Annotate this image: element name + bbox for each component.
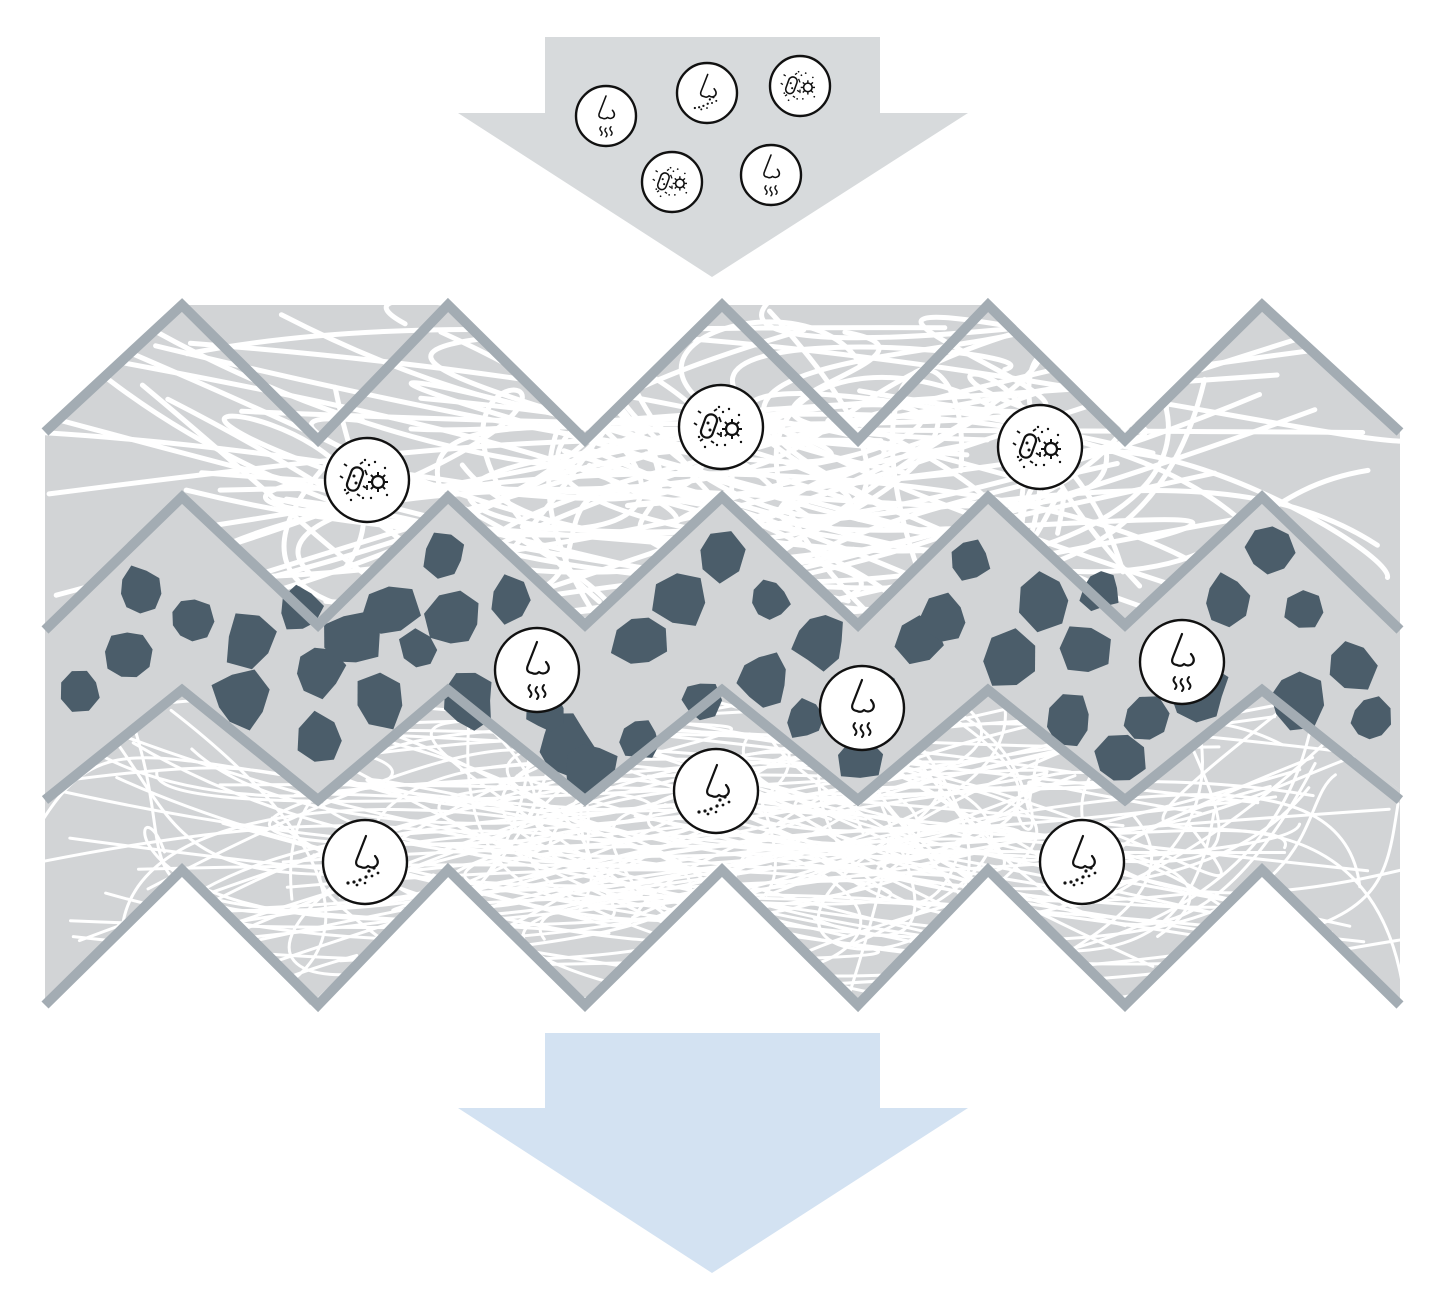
carbon-granule <box>983 628 1036 686</box>
carbon-granule <box>297 647 347 700</box>
fiber <box>68 829 683 994</box>
outflow-arrow <box>458 1033 968 1273</box>
dust-icon <box>675 61 739 125</box>
carbon-granule <box>1206 572 1251 628</box>
odor-icon <box>739 143 803 207</box>
carbon-granule <box>399 628 438 668</box>
carbon-granule <box>1123 696 1170 740</box>
fiber <box>482 341 1370 575</box>
carbon-granule <box>324 612 380 663</box>
fiber <box>621 733 1400 838</box>
fine-layer-bottom-border <box>41 862 1404 1013</box>
carbon-granule <box>1244 526 1296 575</box>
carbon-granule <box>700 531 746 584</box>
fiber <box>190 747 677 825</box>
carbon-granule <box>297 710 342 762</box>
carbon-granule <box>736 652 786 708</box>
fiber <box>561 448 1371 575</box>
carbon-granule <box>361 586 421 634</box>
odor-icon <box>1138 618 1226 706</box>
carbon-granule <box>121 565 162 614</box>
trapped-particles <box>321 383 1226 906</box>
carbon-granule <box>1350 696 1391 740</box>
carbon-granule <box>1047 694 1089 747</box>
fiber <box>816 694 1211 951</box>
carbon-granule <box>787 698 825 738</box>
coarse-layer-border <box>41 297 1404 448</box>
fiber <box>45 335 661 502</box>
carbon-granule <box>610 617 668 664</box>
carbon-granule <box>1329 641 1378 690</box>
carbon-granule <box>951 539 991 581</box>
carbon-granule <box>920 592 966 642</box>
dust-icon <box>1038 818 1126 906</box>
carbon-granule <box>1284 590 1324 628</box>
carbon-granule <box>211 669 270 731</box>
fiber <box>463 688 1007 891</box>
carbon-layer-top-border <box>41 490 1404 634</box>
germs-icon <box>677 383 765 471</box>
carbon-granule <box>105 632 153 678</box>
carbon-granule <box>1059 626 1111 672</box>
fiber <box>120 808 693 973</box>
carbon-layer-bottom-border <box>41 683 1404 807</box>
germs-icon <box>996 403 1084 491</box>
odor-icon <box>818 664 906 752</box>
carbon-granule <box>424 590 479 644</box>
carbon-granule <box>60 670 100 712</box>
carbon-granule <box>1019 571 1069 633</box>
dust-icon <box>321 818 409 906</box>
fiber <box>718 837 1192 951</box>
fiber <box>263 479 864 637</box>
carbon-granule <box>226 613 277 670</box>
carbon-granule <box>791 615 843 672</box>
fiber <box>105 363 1171 585</box>
fiber <box>120 439 887 581</box>
carbon-granule <box>752 579 791 620</box>
fiber <box>164 412 789 587</box>
fiber <box>698 688 1040 810</box>
fiber <box>466 693 1077 908</box>
carbon-granule <box>423 532 465 579</box>
carbon-granule <box>652 573 706 626</box>
germs-icon <box>768 54 832 118</box>
dust-icon <box>672 747 760 835</box>
germs-icon <box>640 150 704 214</box>
odor-icon <box>493 626 581 714</box>
carbon-granule <box>1270 671 1325 731</box>
carbon-granule <box>491 574 531 625</box>
carbon-granule <box>1094 734 1146 781</box>
fiber <box>1161 688 1400 1001</box>
fiber <box>857 314 1060 415</box>
fiber <box>1019 449 1390 595</box>
carbon-granule <box>357 672 403 730</box>
inflow-particles <box>574 54 832 214</box>
germs-icon <box>323 436 411 524</box>
carbon-granule <box>1079 571 1119 612</box>
odor-icon <box>574 84 638 148</box>
fiber <box>45 345 974 524</box>
carbon-granule <box>172 599 215 642</box>
fiber <box>45 756 634 854</box>
